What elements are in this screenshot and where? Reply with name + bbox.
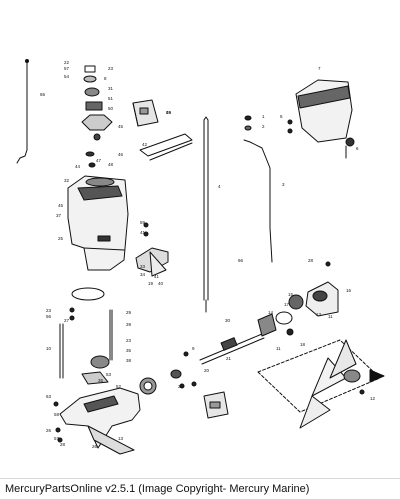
part-callout-label: 50 bbox=[108, 106, 114, 111]
bracket-parts bbox=[135, 222, 169, 277]
part-callout-label: 46 bbox=[118, 152, 124, 157]
water-pump-parts bbox=[81, 65, 113, 168]
part-callout-label: 36 bbox=[98, 378, 104, 383]
washer-parts bbox=[244, 115, 252, 131]
part-callout-label: 51 bbox=[108, 96, 114, 101]
part-callout-label: 24 bbox=[178, 384, 184, 389]
bearing-parts bbox=[139, 351, 189, 395]
exhaust-housing-part bbox=[287, 79, 355, 159]
part-callout-label: 23 bbox=[108, 66, 114, 71]
part-callout-label: 26 bbox=[46, 428, 52, 433]
part-callout-label: 29 bbox=[126, 310, 132, 315]
part-callout-label: 20 bbox=[204, 368, 210, 373]
part-callout-label: 44 bbox=[75, 164, 81, 169]
bearing-carrier-part bbox=[305, 261, 339, 317]
fastener-parts bbox=[53, 381, 197, 443]
part-callout-label: 59 bbox=[140, 220, 146, 225]
gasket-ring-part bbox=[71, 287, 105, 301]
part-callout-label: 15 bbox=[288, 292, 294, 297]
part-callout-label: 13 bbox=[316, 312, 322, 317]
part-callout-label: 30 bbox=[225, 318, 231, 323]
parts-exploded-diagram: 6522572354831515049454246484447324537594… bbox=[16, 59, 385, 455]
part-callout-label: 53 bbox=[106, 372, 112, 377]
part-callout-label: 7 bbox=[318, 66, 321, 71]
part-callout-label: 52 bbox=[116, 384, 122, 389]
part-callout-label: 13 bbox=[118, 436, 124, 441]
part-callout-label: 12 bbox=[370, 396, 376, 401]
part-callout-label: 11 bbox=[276, 346, 281, 351]
part-callout-label: 28 bbox=[308, 258, 314, 263]
part-callout-label: 11 bbox=[328, 314, 333, 319]
propeller-shaft-part bbox=[199, 333, 265, 365]
part-callout-label: 3 bbox=[282, 182, 285, 187]
part-callout-label: 49 bbox=[166, 110, 172, 115]
part-callout-label: 14 bbox=[268, 310, 274, 315]
part-callout-label: 34 bbox=[140, 272, 146, 277]
part-callout-label: 9 bbox=[192, 346, 195, 351]
part-callout-label: 16 bbox=[346, 288, 352, 293]
part-callout-label: 32 bbox=[64, 178, 70, 183]
part-callout-label: 39 bbox=[126, 322, 132, 327]
part-callout-label: 22 bbox=[64, 60, 70, 65]
part-callout-label: 23 bbox=[126, 338, 132, 343]
pump-base-parts bbox=[81, 355, 110, 385]
part-callout-label: 54 bbox=[64, 74, 70, 79]
part-callout-label: 47 bbox=[96, 158, 102, 163]
part-callout-label: 4 bbox=[218, 184, 221, 189]
part-callout-label: 28 bbox=[60, 442, 66, 447]
drive-shaft-part bbox=[203, 116, 209, 313]
part-callout-label: 48 bbox=[108, 162, 114, 167]
part-callout-label: 21 bbox=[226, 356, 232, 361]
part-callout-label: 23 bbox=[46, 308, 52, 313]
part-callout-label: 66 bbox=[238, 258, 244, 263]
gear-housing-part bbox=[59, 387, 141, 455]
part-callout-label: 55 bbox=[166, 110, 172, 115]
part-callout-label: 57 bbox=[54, 436, 60, 441]
part-callout-label: 45 bbox=[118, 124, 124, 129]
driveshaft-housing-part bbox=[67, 175, 129, 271]
part-callout-label: 5 bbox=[280, 114, 283, 119]
pump-cover-part bbox=[132, 99, 159, 127]
part-callout-label: 10 bbox=[46, 346, 52, 351]
pinion-gear-part bbox=[257, 294, 304, 337]
part-callout-label: 19 bbox=[148, 281, 154, 286]
part-callout-label: 18 bbox=[300, 342, 306, 347]
part-callout-label: 38 bbox=[126, 358, 132, 363]
propeller-part bbox=[257, 339, 385, 429]
part-callout-label: 2 bbox=[262, 124, 265, 129]
footer-copyright: MercuryPartsOnline v2.5.1 (Image Copyrig… bbox=[0, 478, 400, 499]
part-callout-label: 27 bbox=[64, 318, 70, 323]
part-callout-label: 57 bbox=[64, 66, 70, 71]
part-callout-label: 6 bbox=[356, 146, 359, 151]
part-callout-label: 65 bbox=[40, 92, 46, 97]
part-callout-label: 17 bbox=[284, 302, 290, 307]
part-callout-label: 63 bbox=[46, 394, 52, 399]
shift-link-part bbox=[243, 139, 273, 263]
part-callout-label: 31 bbox=[108, 86, 114, 91]
shift-rod-part bbox=[16, 59, 29, 164]
part-callout-label: 41 bbox=[140, 230, 146, 235]
part-callout-label: 33 bbox=[140, 264, 146, 269]
part-callout-label: 45 bbox=[58, 203, 64, 208]
part-callout-label: 8 bbox=[104, 76, 107, 81]
part-callout-label: 41 bbox=[154, 274, 160, 279]
part-callout-label: 26 bbox=[92, 444, 98, 449]
cover-plate-part bbox=[203, 391, 229, 419]
part-callout-label: 58 bbox=[54, 412, 60, 417]
water-tube-part bbox=[139, 133, 193, 161]
part-callout-label: 56 bbox=[46, 314, 52, 319]
part-callout-label: 40 bbox=[158, 281, 164, 286]
stud-bolts-part bbox=[59, 307, 113, 379]
part-callout-label: 35 bbox=[126, 348, 132, 353]
part-callout-label: 25 bbox=[58, 236, 64, 241]
part-callout-label: 1 bbox=[262, 114, 265, 119]
part-callout-label: 42 bbox=[142, 142, 148, 147]
part-callout-label: 37 bbox=[56, 213, 62, 218]
